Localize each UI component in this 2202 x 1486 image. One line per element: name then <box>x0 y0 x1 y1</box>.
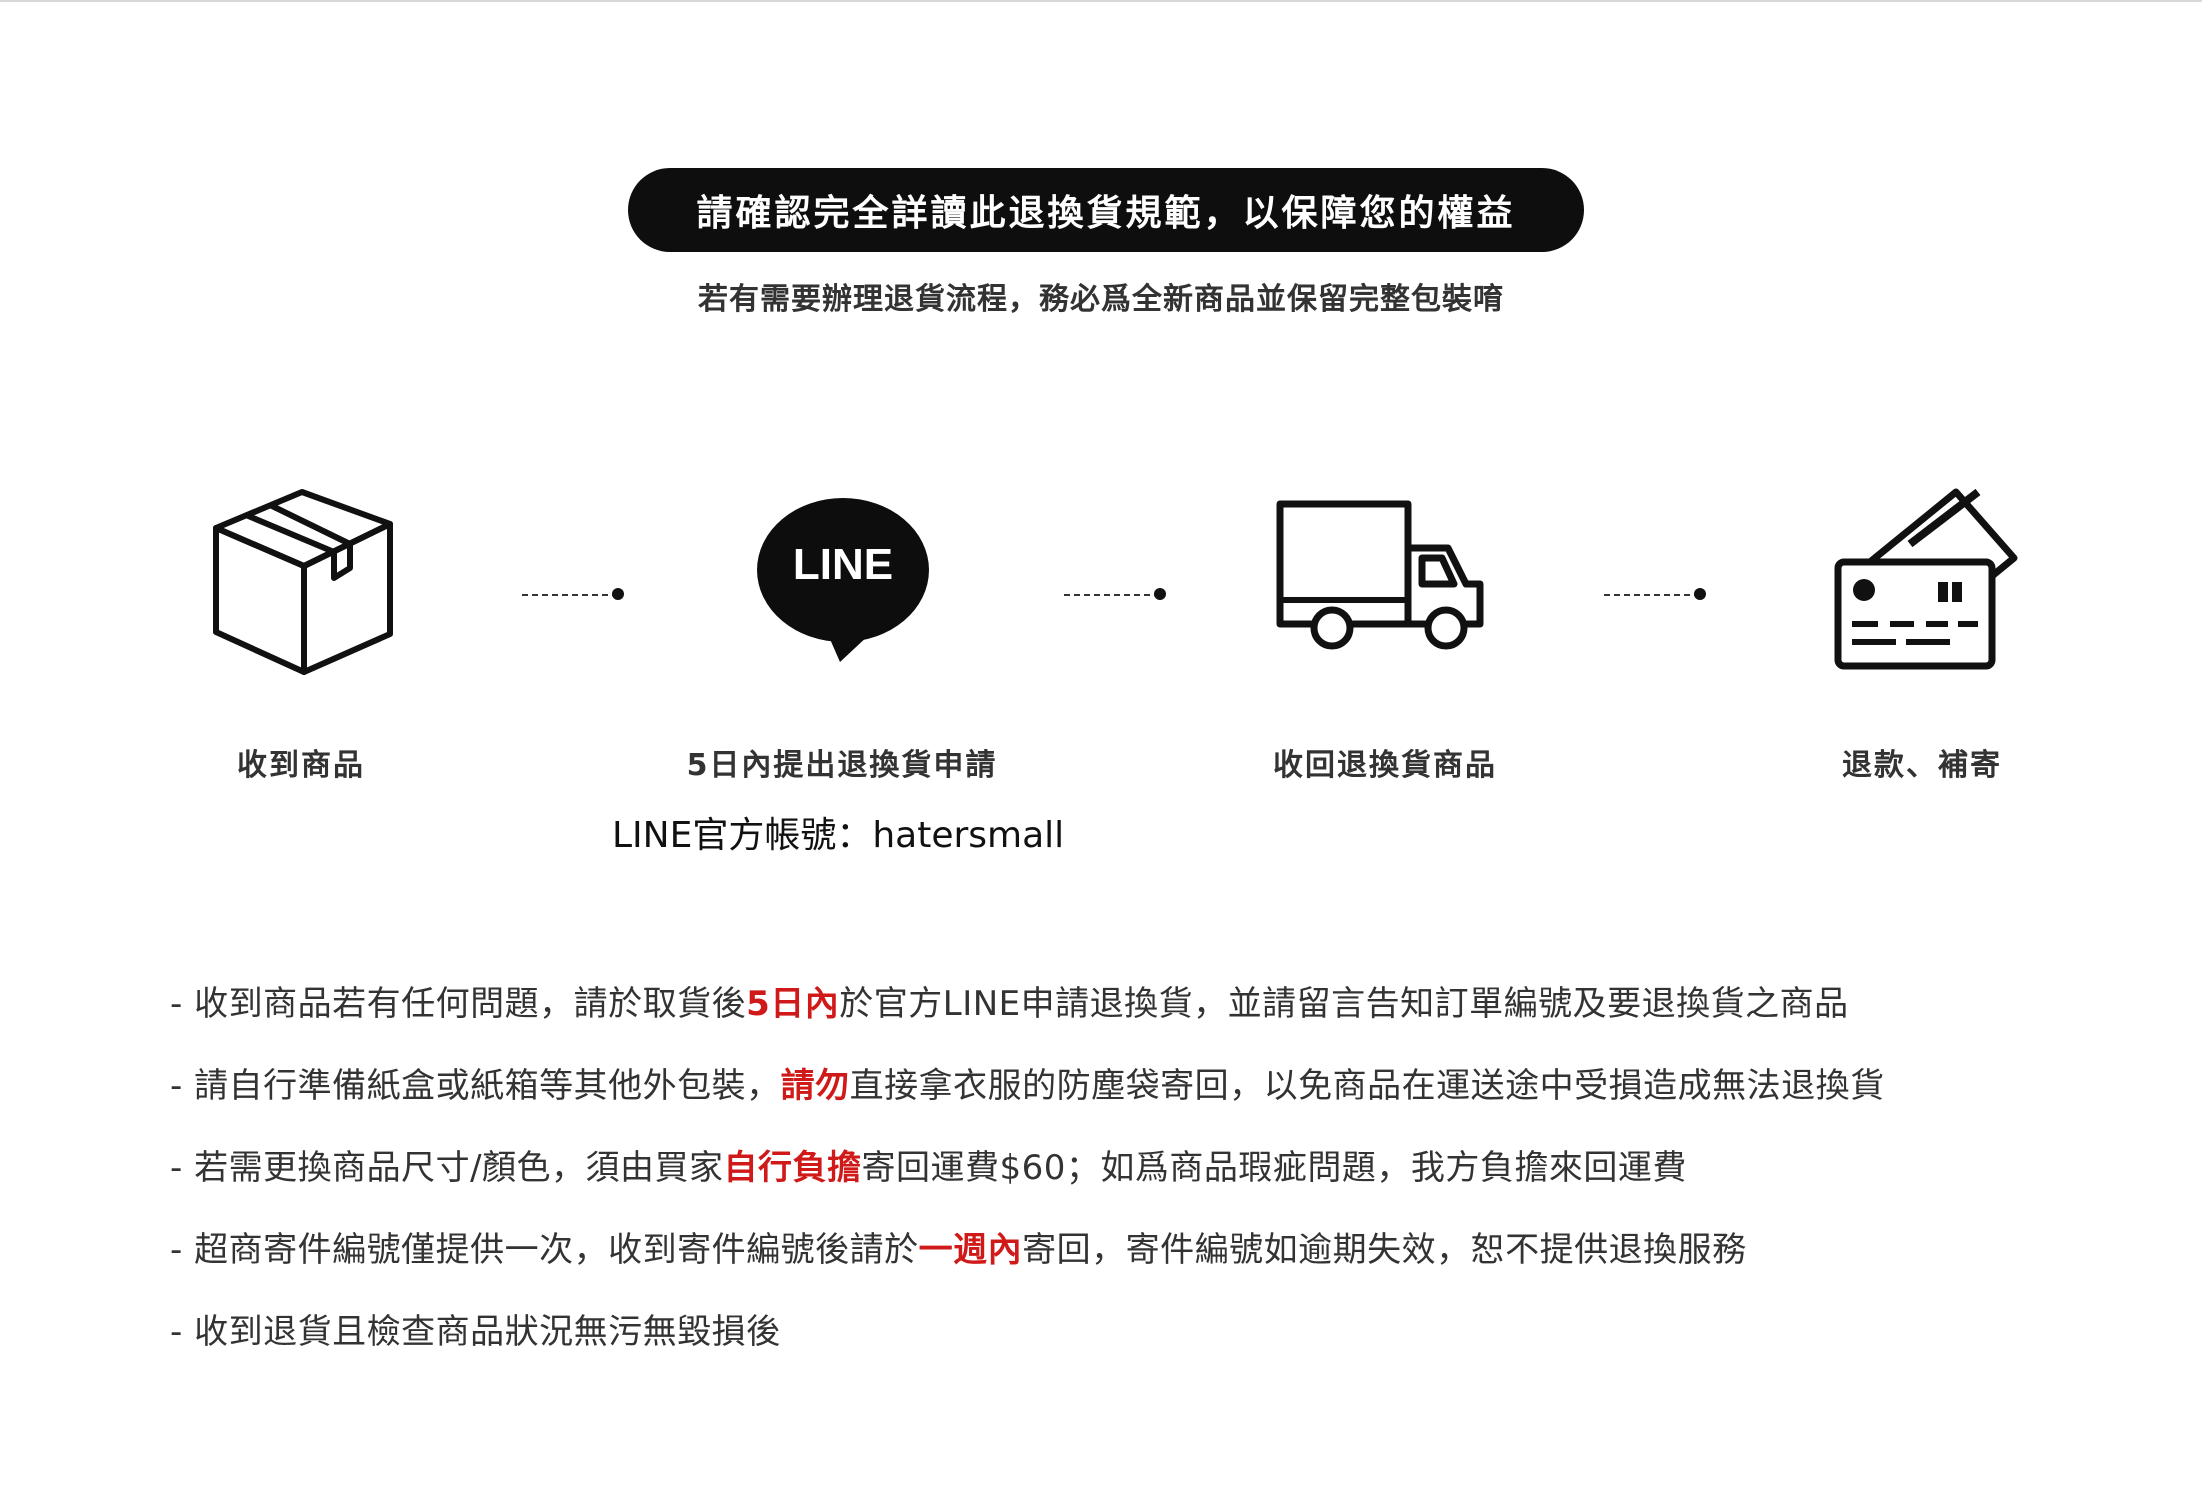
line-official-account: LINE官方帳號：hatersmall <box>612 815 1065 856</box>
flow-connector-3 <box>1604 588 1706 602</box>
step-label-receive: 收到商品 <box>237 748 365 783</box>
line-logo-text: LINE <box>792 540 894 589</box>
rule-item: - 若需更換商品尺寸/顏色，須由買家自行負擔寄回運費$60；如爲商品瑕疵問題，我… <box>170 1148 1687 1188</box>
return-rules-list: - 收到商品若有任何問題，請於取貨後5日內於官方LINE申請退換貨，並請留言告知… <box>170 984 1885 1394</box>
rule-item: - 收到商品若有任何問題，請於取貨後5日內於官方LINE申請退換貨，並請留言告知… <box>170 984 1849 1024</box>
flow-connector-2 <box>1064 588 1166 602</box>
truck-icon <box>1276 500 1484 650</box>
rule-highlight: 自行負擔 <box>723 1148 862 1188</box>
credit-card-icon <box>1834 488 2018 670</box>
step-label-return: 收回退換貨商品 <box>1273 748 1497 783</box>
headline-title: 請確認完全詳讀此退換貨規範，以保障您的權益 <box>696 193 1516 234</box>
flow-connector-1 <box>522 588 624 602</box>
rule-item: - 請自行準備紙盒或紙箱等其他外包裝，請勿直接拿衣服的防塵袋寄回，以免商品在運送… <box>170 1066 1885 1106</box>
step-label-refund: 退款、補寄 <box>1842 748 2002 783</box>
step-label-apply: 5日內提出退換貨申請 <box>686 748 998 783</box>
rule-highlight: 一週內 <box>918 1230 1023 1270</box>
headline-banner: 請確認完全詳讀此退換貨規範，以保障您的權益 <box>628 168 1584 252</box>
rule-item: - 收到退貨且檢查商品狀況無污無毀損後 <box>170 1312 781 1352</box>
top-divider <box>0 0 2202 2</box>
connector-dot <box>1154 588 1166 600</box>
box-icon <box>213 489 393 675</box>
subtitle: 若有需要辦理退貨流程，務必爲全新商品並保留完整包裝唷 <box>698 282 1504 317</box>
connector-dot <box>1694 588 1706 600</box>
rule-highlight: 5日內 <box>746 984 840 1024</box>
connector-dot <box>612 588 624 600</box>
rule-highlight: 請勿 <box>780 1066 850 1106</box>
line-chat-icon: LINE <box>756 498 930 662</box>
rule-item: - 超商寄件編號僅提供一次，收到寄件編號後請於一週內寄回，寄件編號如逾期失效，恕… <box>170 1230 1747 1270</box>
